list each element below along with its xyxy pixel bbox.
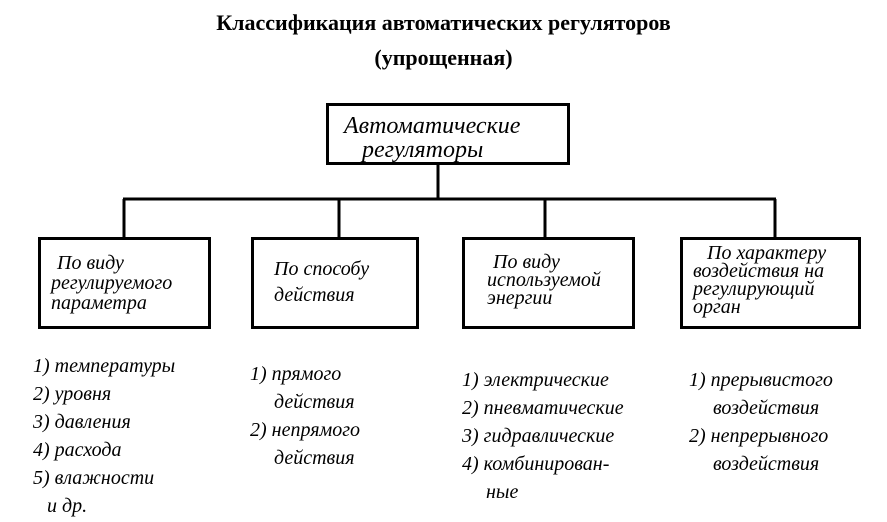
list-item-text: 4) комбинирован- xyxy=(462,453,610,475)
list-item-text: 3) давления xyxy=(33,411,131,433)
root-label-line: регуляторы xyxy=(362,137,484,163)
category-node-method: По способу действия xyxy=(251,237,419,329)
list-item-text: 2) пневматические xyxy=(462,397,624,419)
list-item-text: 1) прямого xyxy=(250,363,342,385)
root-label-line: Автоматические xyxy=(344,113,521,139)
diagram-title: Классификация автоматических регуляторов xyxy=(216,10,671,35)
list-item-continuation: воздействия xyxy=(713,453,820,475)
list-item: 4) расхода xyxy=(33,436,175,464)
category-label-line: действия xyxy=(274,284,355,306)
list-item: 1) температуры xyxy=(33,352,175,380)
list-item: 1) электрические xyxy=(462,366,624,394)
category-label-line: По характеру xyxy=(707,242,827,264)
category-label-line: орган xyxy=(693,296,741,318)
category-label-line: воздействия на xyxy=(693,260,825,282)
list-item: 2) пневматические xyxy=(462,394,624,422)
category-label-line: По виду xyxy=(57,252,124,274)
list-item-text: 2) уровня xyxy=(33,383,112,405)
list-item-continuation: и др. xyxy=(47,495,88,517)
list-item: 1) прямого действия xyxy=(250,360,360,416)
list-item-text: 2) непрерывного xyxy=(689,425,829,447)
list-item-text: 5) влажности xyxy=(33,467,155,489)
list-item: 1) прерывистого воздействия xyxy=(689,366,833,422)
items-list-method: 1) прямого действия 2) непрямого действи… xyxy=(250,360,360,472)
category-label-line: регулируемого xyxy=(51,272,173,294)
category-node-action: По характеру воздействия на регулирующий… xyxy=(680,237,861,329)
list-item: 2) непрерывного воздействия xyxy=(689,422,833,478)
category-label-line: используемой xyxy=(487,269,601,291)
list-item-text: 2) непрямого xyxy=(250,419,361,441)
list-item: 2) уровня xyxy=(33,380,175,408)
category-node-parameter: По виду регулируемого параметра xyxy=(38,237,211,329)
root-node: Автоматические регуляторы xyxy=(326,103,570,165)
list-item-text: 4) расхода xyxy=(33,439,122,461)
list-item-continuation: действия xyxy=(274,447,355,469)
list-item: 3) давления xyxy=(33,408,175,436)
list-item-continuation: воздействия xyxy=(713,397,820,419)
list-item: 2) непрямого действия xyxy=(250,416,360,472)
items-list-energy: 1) электрические 2) пневматические 3) ги… xyxy=(462,366,624,506)
list-item: 3) гидравлические xyxy=(462,422,624,450)
category-label-line: регулирующий xyxy=(693,278,815,300)
list-item-text: 1) температуры xyxy=(33,355,176,377)
list-item-continuation: ные xyxy=(486,481,519,503)
list-item-text: 3) гидравлические xyxy=(462,425,615,447)
diagram-subtitle: (упрощенная) xyxy=(374,45,513,70)
list-item: 4) комбинирован- ные xyxy=(462,450,624,506)
list-item-text: 1) электрические xyxy=(462,369,609,391)
category-label-line: параметра xyxy=(51,292,147,314)
list-item-text: 1) прерывистого xyxy=(689,369,833,391)
category-label-line: По виду xyxy=(493,251,560,273)
category-node-energy: По виду используемой энергии xyxy=(462,237,635,329)
category-label-line: По способу xyxy=(274,258,370,280)
items-list-parameter: 1) температуры 2) уровня 3) давления 4) … xyxy=(33,352,175,520)
list-item-continuation: действия xyxy=(274,391,355,413)
category-label-line: энергии xyxy=(487,287,553,309)
list-item: 5) влажности и др. xyxy=(33,464,175,520)
items-list-action: 1) прерывистого воздействия 2) непрерывн… xyxy=(689,366,833,478)
